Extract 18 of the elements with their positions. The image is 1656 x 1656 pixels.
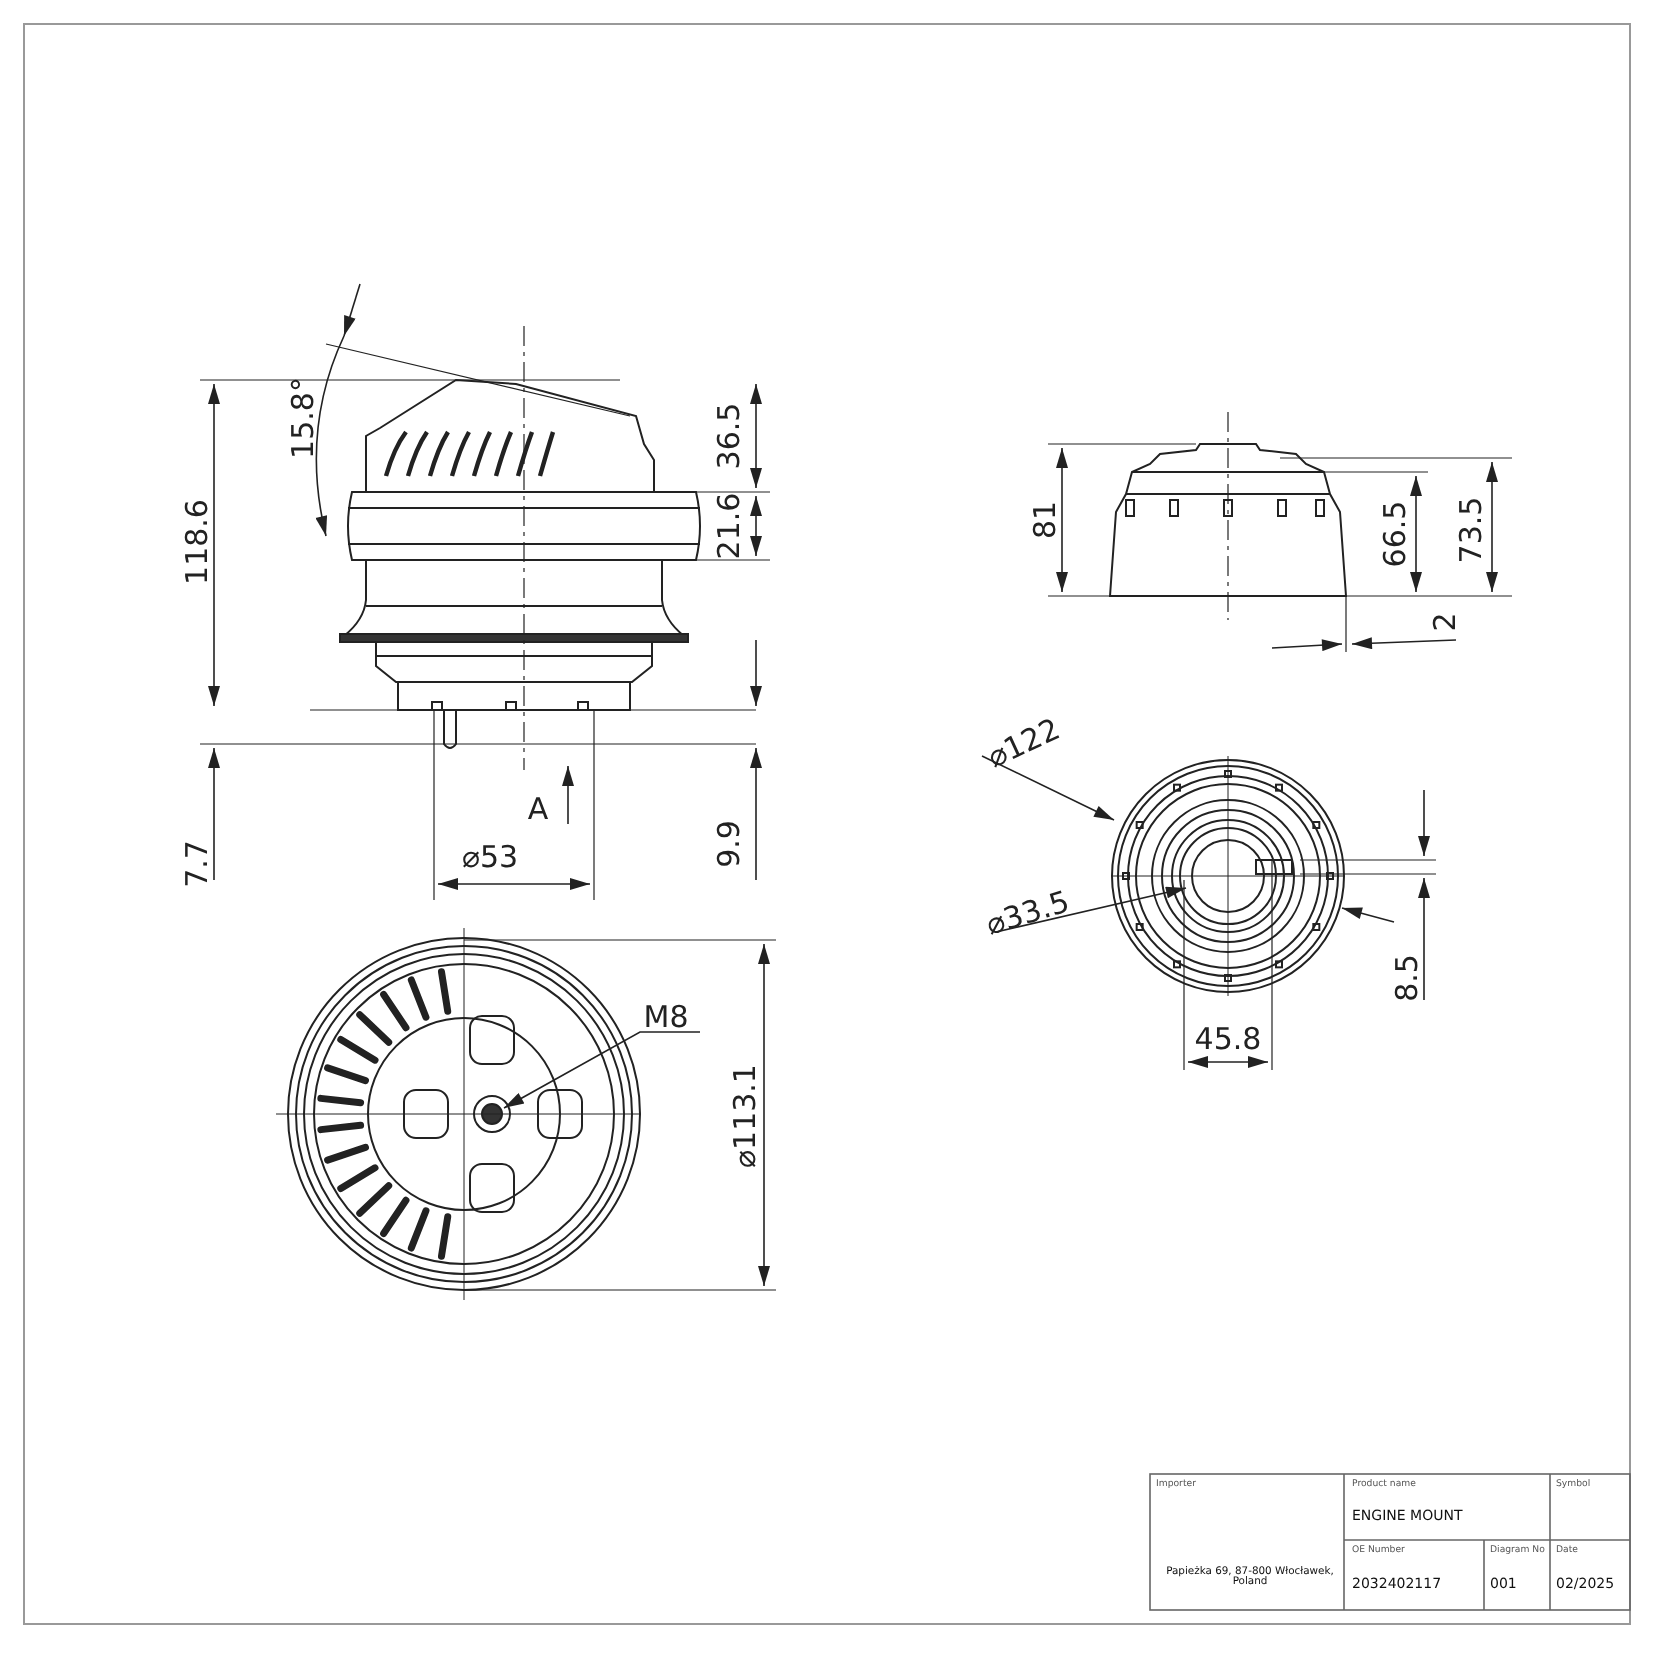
- dimension-label: 21.6: [715, 492, 745, 560]
- dimension-label: 66.5: [1381, 500, 1411, 568]
- dimension-label: ⌀122: [983, 714, 1065, 774]
- dim-label: 15.8°: [289, 377, 319, 459]
- dimension-label: 36.5: [715, 402, 745, 470]
- dimension-label: 45.8: [1194, 1025, 1262, 1055]
- dimension-label: 118.6: [183, 499, 213, 585]
- dimension-label: ⌀53: [461, 843, 519, 873]
- thread-label: M8: [643, 1003, 689, 1033]
- dimension-label: 73.5: [1457, 496, 1487, 564]
- dimension-label: 7.7: [183, 840, 213, 888]
- dimension-label: ⌀113.1: [731, 1064, 761, 1168]
- dimension-label: 81: [1031, 500, 1061, 540]
- dimension-label: 8.5: [1393, 954, 1423, 1002]
- dimension-label: 2: [1431, 612, 1461, 632]
- view-label: A: [527, 795, 549, 825]
- dimension-label: 9.9: [715, 820, 745, 868]
- dimension-label: ⌀33.5: [983, 887, 1073, 941]
